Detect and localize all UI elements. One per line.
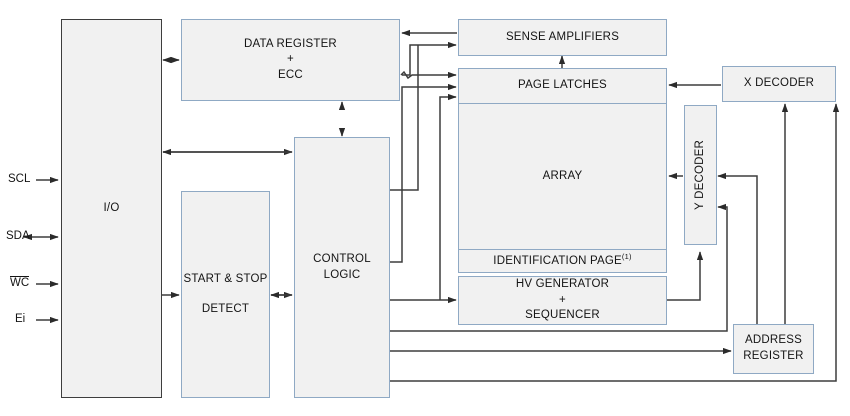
signal-label-scl: SCL <box>8 173 31 185</box>
block-page-latches-label: PAGE LATCHES <box>518 79 607 92</box>
block-hv-generator: HV GENERATOR + SEQUENCER <box>458 276 667 325</box>
block-array-label: ARRAY <box>542 169 583 182</box>
block-control-logic-line-2: LOGIC <box>323 268 361 281</box>
block-y-decoder-label: Y DECODER <box>693 140 706 210</box>
block-hv-generator-line-3: SEQUENCER <box>525 309 600 322</box>
block-identification-page-label: IDENTIFICATION PAGE(1) <box>493 252 631 269</box>
block-io: I/O <box>61 19 162 398</box>
block-start-stop-detect: START & STOP DETECT <box>181 191 270 398</box>
block-identification-page-footnote: (1) <box>621 252 632 262</box>
block-address-register-line-1: ADDRESS <box>745 334 802 347</box>
block-address-register-line-2: REGISTER <box>743 350 804 362</box>
block-data-register: DATA REGISTER + ECC <box>181 19 400 101</box>
block-identification-page: IDENTIFICATION PAGE(1) <box>458 249 667 273</box>
block-data-register-line-1: DATA REGISTER <box>244 37 337 50</box>
block-io-label: I/O <box>103 201 120 214</box>
block-sense-amplifiers-label: SENSE AMPLIFIERS <box>505 30 620 43</box>
block-hv-generator-line-1: HV GENERATOR <box>515 278 610 291</box>
block-page-latches: PAGE LATCHES <box>458 68 667 104</box>
block-address-register: ADDRESS REGISTER <box>733 324 814 374</box>
block-hv-generator-line-2: + <box>559 293 566 306</box>
block-x-decoder: X DECODER <box>722 66 836 102</box>
block-y-decoder: Y DECODER <box>684 105 717 245</box>
block-identification-page-text: IDENTIFICATION PAGE <box>493 255 622 268</box>
signal-label-wc: WC <box>10 276 30 290</box>
block-sense-amplifiers: SENSE AMPLIFIERS <box>458 19 667 56</box>
block-x-decoder-label: X DECODER <box>743 77 815 90</box>
block-data-register-line-3: ECC <box>278 68 303 81</box>
block-data-register-line-2: + <box>287 53 294 66</box>
block-start-stop-detect-line-1: START & STOP <box>183 272 268 285</box>
block-control-logic-line-1: CONTROL <box>313 252 371 265</box>
signal-label-sda: SDA <box>6 230 30 242</box>
block-control-logic: CONTROL LOGIC <box>294 137 390 398</box>
signal-label-wc-text: WC <box>10 276 30 289</box>
signal-label-ei: Ei <box>15 313 26 325</box>
block-array: ARRAY <box>458 103 667 250</box>
block-start-stop-detect-line-2: DETECT <box>201 302 250 315</box>
